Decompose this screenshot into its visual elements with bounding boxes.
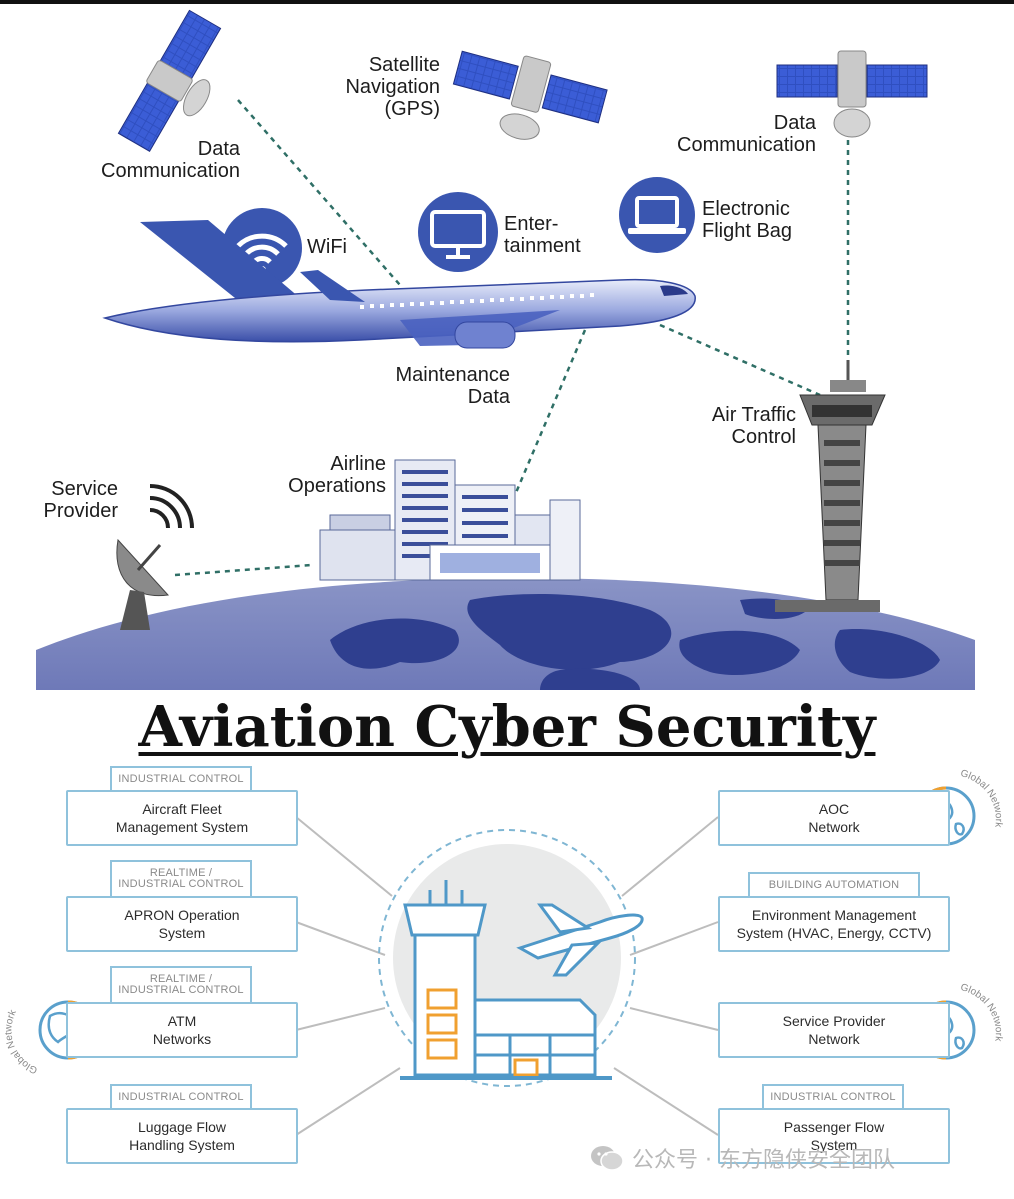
system-box-apron-operation: APRON Operation System	[66, 896, 298, 952]
label-entertainment: Enter- tainment	[504, 213, 581, 257]
dish-antenna-icon	[116, 484, 194, 630]
system-tag: INDUSTRIAL CONTROL	[110, 766, 252, 790]
system-box-aircraft-fleet: Aircraft Fleet Management System	[66, 790, 298, 846]
label-electronic-flight-bag: Electronic Flight Bag	[702, 198, 793, 242]
label-data-communication-right: Data Communication	[677, 112, 816, 156]
system-box-luggage-flow: Luggage Flow Handling System	[66, 1108, 298, 1164]
label-airline-operations: Airline Operations	[288, 453, 386, 497]
hub-dashed-ring	[378, 829, 636, 1087]
system-tag: INDUSTRIAL CONTROL	[762, 1084, 904, 1108]
label-satellite-navigation: Satellite Navigation (GPS)	[345, 54, 440, 120]
airport-tower-icon	[400, 880, 612, 1080]
satellite-left-icon	[117, 9, 222, 153]
system-tag: REALTIME / INDUSTRIAL CONTROL	[110, 966, 252, 1002]
earth-continents	[330, 594, 940, 690]
satellite-right-icon	[776, 50, 928, 138]
wechat-icon	[591, 1146, 624, 1171]
airplane-outline-icon	[516, 903, 644, 977]
system-box-passenger-flow: Passenger Flow System	[718, 1108, 950, 1164]
global-network-label-left: Global Network	[3, 1007, 39, 1075]
system-box-atm-networks: ATM Networks	[66, 1002, 298, 1058]
page-title: Aviation Cyber Security	[138, 694, 876, 760]
aviation-network-illustration	[0, 0, 1014, 690]
system-box-service-provider-network: Service Provider Network	[718, 1002, 950, 1058]
watermark-text: 公众号 · 东方隐侠安全团队	[632, 1148, 895, 1173]
system-tag: BUILDING AUTOMATION	[748, 872, 920, 896]
label-data-communication-left: Data Communication	[101, 138, 240, 182]
system-box-aoc-network: AOC Network	[718, 790, 950, 846]
label-service-provider: Service Provider	[43, 478, 118, 522]
entertainment-monitor-icon	[418, 192, 498, 272]
watermark: 公众号 · 东方隐侠安全团队	[590, 1142, 895, 1174]
control-tower-icon	[775, 360, 886, 612]
satellite-middle-icon	[452, 50, 608, 140]
system-connectors	[295, 816, 719, 1136]
system-tag: REALTIME / INDUSTRIAL CONTROL	[110, 860, 252, 896]
airline-buildings-icon	[319, 459, 581, 581]
system-box-environment-management: Environment Management System (HVAC, Ene…	[718, 896, 950, 952]
airplane-icon	[102, 220, 696, 349]
laptop-icon	[619, 177, 695, 253]
connection-lines	[174, 99, 850, 577]
label-wifi: WiFi	[307, 236, 347, 258]
label-air-traffic-control: Air Traffic Control	[711, 404, 796, 448]
label-maintenance-data: Maintenance Data	[395, 364, 510, 408]
system-tag: INDUSTRIAL CONTROL	[110, 1084, 252, 1108]
